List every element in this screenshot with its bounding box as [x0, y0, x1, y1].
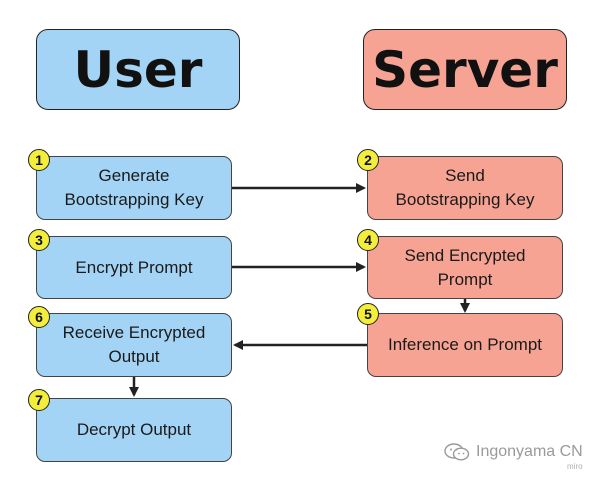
- step-4-box: Send Encrypted Prompt: [367, 236, 563, 299]
- step-4-badge: 4: [357, 229, 379, 251]
- user-header: User: [36, 29, 240, 110]
- step-3-box: Encrypt Prompt: [36, 236, 232, 299]
- step-6-box: Receive Encrypted Output: [36, 313, 232, 377]
- step-2-box: Send Bootstrapping Key: [367, 156, 563, 220]
- step-4-label: Send Encrypted Prompt: [404, 245, 526, 289]
- server-header: Server: [363, 29, 567, 110]
- watermark-text: Ingonyama CN: [476, 443, 583, 460]
- step-2-label: Send Bootstrapping Key: [395, 166, 535, 209]
- watermark: Ingonyama CN: [444, 443, 583, 461]
- step-1-box: Generate Bootstrapping Key: [36, 156, 232, 220]
- watermark-sub: miro: [567, 462, 583, 471]
- step-1-label: Generate Bootstrapping Key: [64, 166, 204, 209]
- step-3-label: Encrypt Prompt: [75, 257, 193, 277]
- step-6-badge: 6: [28, 306, 50, 328]
- step-7-label: Decrypt Output: [76, 420, 192, 439]
- wechat-icon: [444, 443, 470, 461]
- step-7-box: Decrypt Output: [36, 398, 232, 462]
- step-3-badge: 3: [28, 229, 50, 251]
- step-5-box: Inference on Prompt: [367, 313, 563, 377]
- step-7-badge: 7: [28, 389, 50, 411]
- step-5-label: Inference on Prompt: [387, 335, 543, 354]
- step-5-badge: 5: [357, 303, 379, 325]
- step-6-label: Receive Encrypted Output: [62, 323, 206, 366]
- step-2-badge: 2: [357, 149, 379, 171]
- step-1-badge: 1: [28, 149, 50, 171]
